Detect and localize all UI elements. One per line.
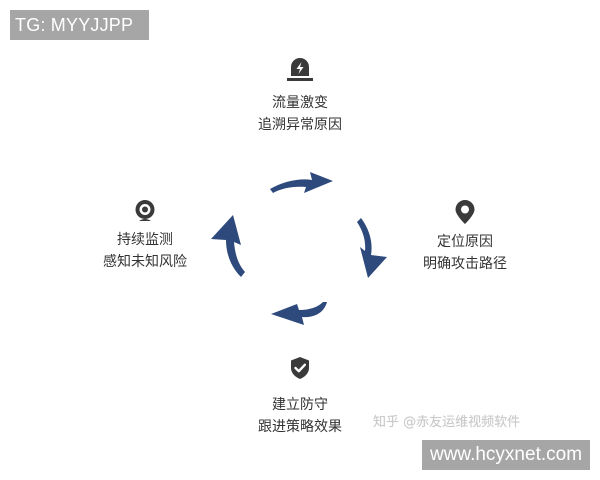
node-left-line2: 感知未知风险 <box>103 254 187 270</box>
node-right-line1: 定位原因 <box>437 234 493 250</box>
node-top-line2: 追溯异常原因 <box>258 117 342 133</box>
alarm-light-icon <box>287 58 313 81</box>
location-pin-icon <box>455 200 475 224</box>
arrow-right-to-bottom <box>357 218 387 278</box>
node-traffic-change: 流量激变 追溯异常原因 <box>240 56 360 136</box>
arrow-bottom-to-left <box>271 302 327 325</box>
watermark-bottom-right: www.hcyxnet.com <box>422 440 590 470</box>
node-bottom-line2: 跟进策略效果 <box>258 419 342 435</box>
node-continuous-monitoring: 持续监测 感知未知风险 <box>80 199 210 273</box>
arrow-left-to-top <box>211 215 245 277</box>
cycle-arrows <box>211 172 387 325</box>
node-top-line1: 流量激变 <box>272 95 328 111</box>
node-right-line2: 明确攻击路径 <box>423 256 507 272</box>
node-bottom-line1: 建立防守 <box>272 397 328 413</box>
watermark-zhihu: 知乎 @赤友运维视频软件 <box>373 415 521 430</box>
arrow-top-to-right <box>270 172 333 193</box>
watermark-top-left: TG: MYYJJPP <box>10 10 149 40</box>
node-locate-cause: 定位原因 明确攻击路径 <box>400 199 530 275</box>
node-build-defense: 建立防守 跟进策略效果 <box>240 356 360 438</box>
webcam-icon <box>135 200 155 221</box>
shield-check-icon <box>291 357 309 379</box>
node-left-line1: 持续监测 <box>117 232 173 248</box>
